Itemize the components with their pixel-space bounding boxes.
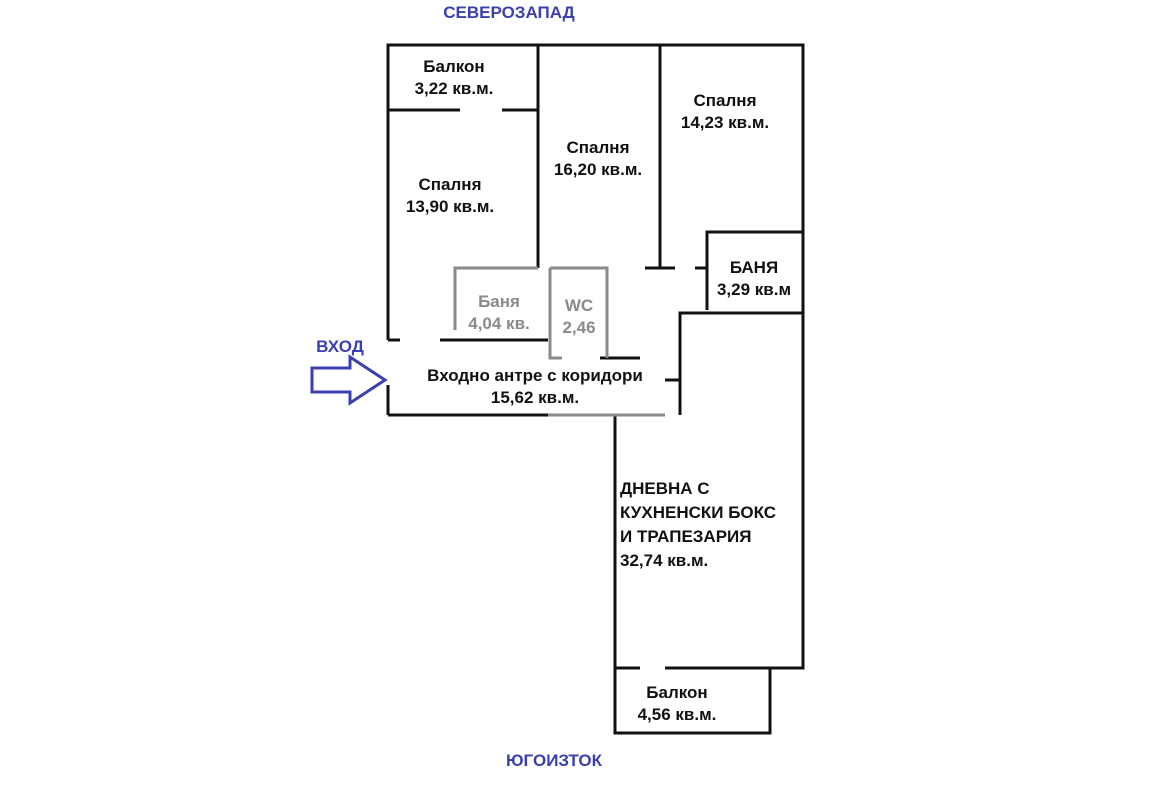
- room-name: WC: [564, 296, 594, 315]
- room-name: Балкон: [646, 683, 708, 702]
- room-bathroom-small: Баня 4,04 кв.: [468, 291, 530, 335]
- room-area: 16,20 кв.м.: [553, 160, 643, 179]
- room-name-line3: И ТРАПЕЗАРИЯ: [620, 527, 752, 546]
- room-bedroom-right: Спалня 14,23 кв.м.: [681, 90, 769, 134]
- entrance-label: ВХОД: [316, 337, 364, 356]
- room-bathroom-right: БАНЯ 3,29 кв.м: [717, 257, 791, 301]
- room-bedroom-middle: Спалня 16,20 кв.м.: [554, 137, 642, 181]
- room-living: ДНЕВНА С КУХНЕНСКИ БОКС И ТРАПЕЗАРИЯ 32,74 …: [620, 477, 776, 573]
- room-bedroom-left: Спалня 13,90 кв.м.: [406, 174, 494, 218]
- gray-walls: [453, 266, 665, 417]
- room-name-line2: КУХНЕНСКИ БОКС: [620, 503, 777, 522]
- room-area: 13,90 кв.м.: [405, 197, 495, 216]
- room-balcony-north: Балкон 3,22 кв.м.: [415, 56, 494, 100]
- direction-north: СЕВЕРОЗАПАД: [443, 3, 575, 22]
- room-area: 32,74 кв.м.: [620, 551, 709, 570]
- room-name: БАНЯ: [729, 258, 779, 277]
- room-area: 3,22 кв.м.: [414, 79, 494, 98]
- room-area: 15,62 кв.м.: [490, 388, 580, 407]
- room-name: ДНЕВНА С: [620, 479, 710, 498]
- room-name: Балкон: [423, 57, 485, 76]
- room-wc: WC 2,46: [562, 295, 595, 339]
- room-area: 3,29 кв.м: [716, 280, 792, 299]
- direction-south: ЮГОИЗТОК: [506, 751, 602, 770]
- room-area: 4,04 кв.: [468, 314, 530, 333]
- room-balcony-south: Балкон 4,56 кв.м.: [638, 682, 717, 726]
- black-walls: [386, 43, 805, 735]
- room-name: Входно антре с коридори: [427, 366, 643, 385]
- entrance-arrow-icon: [310, 354, 388, 406]
- room-entrance-hall: Входно антре с коридори 15,62 кв.м.: [427, 365, 643, 409]
- room-name: Спалня: [693, 91, 757, 110]
- room-area: 14,23 кв.м.: [680, 113, 770, 132]
- room-area: 4,56 кв.м.: [637, 705, 717, 724]
- room-name: Спалня: [566, 138, 630, 157]
- room-name: Баня: [478, 292, 520, 311]
- room-name: Спалня: [418, 175, 482, 194]
- room-area: 2,46: [562, 318, 596, 337]
